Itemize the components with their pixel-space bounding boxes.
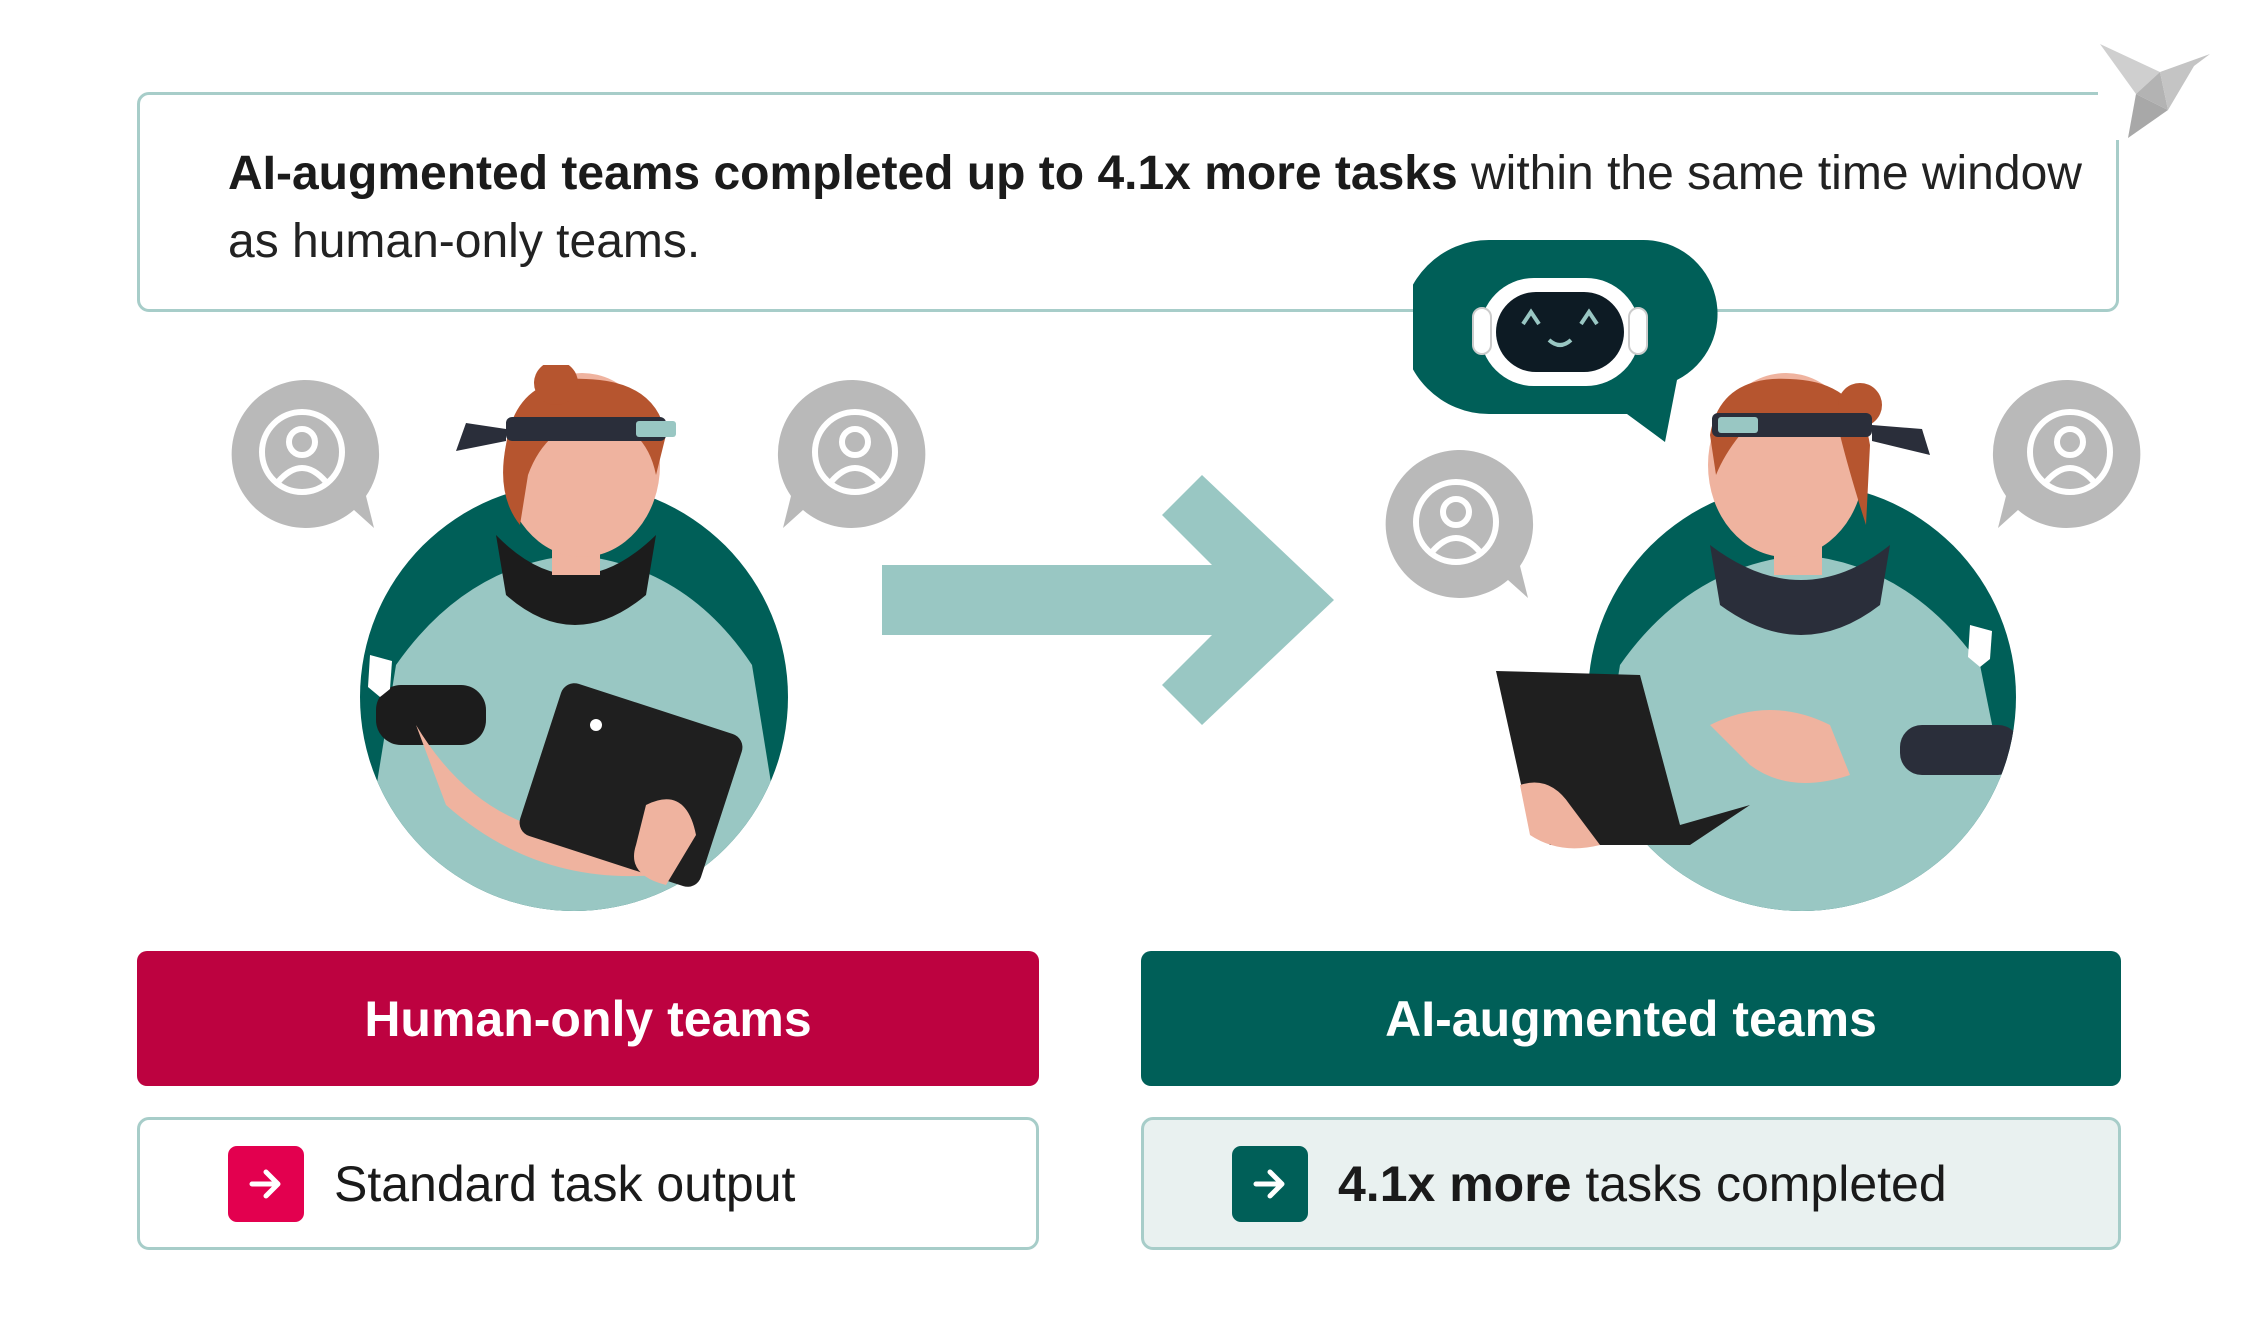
robot-chat-icon	[1413, 239, 1718, 442]
ai-augmented-person-illustration	[1496, 373, 2016, 911]
user-bubble-icon	[1992, 379, 2141, 528]
headline-bold: AI-augmented teams completed up to 4.1x …	[228, 147, 1458, 200]
ai-augmented-label: AI-augmented teams	[1141, 951, 2121, 1086]
ai-augmented-result: 4.1x more tasks completed	[1141, 1117, 2121, 1250]
user-bubble-icon	[777, 379, 926, 528]
headline-rest: within the same time window as human-onl…	[228, 147, 2082, 268]
user-bubble-icon	[231, 379, 380, 528]
ai-result-bold: 4.1x more	[1338, 1155, 1572, 1212]
headline-box: AI-augmented teams completed up to 4.1x …	[137, 92, 2119, 312]
user-bubble-icon	[1385, 449, 1534, 598]
human-only-result: Standard task output	[137, 1117, 1039, 1250]
human-only-result-text: Standard task output	[334, 1155, 796, 1212]
right-arrow-icon	[882, 475, 1334, 725]
human-only-label: Human-only teams	[137, 951, 1039, 1086]
human-only-person-illustration	[360, 365, 788, 911]
bird-logo-icon	[2098, 42, 2214, 140]
ai-result-rest: tasks completed	[1571, 1155, 1947, 1212]
ai-augmented-result-text: 4.1x more tasks completed	[1338, 1155, 1947, 1213]
arrow-right-icon	[228, 1145, 304, 1222]
arrow-right-icon	[1232, 1145, 1308, 1222]
